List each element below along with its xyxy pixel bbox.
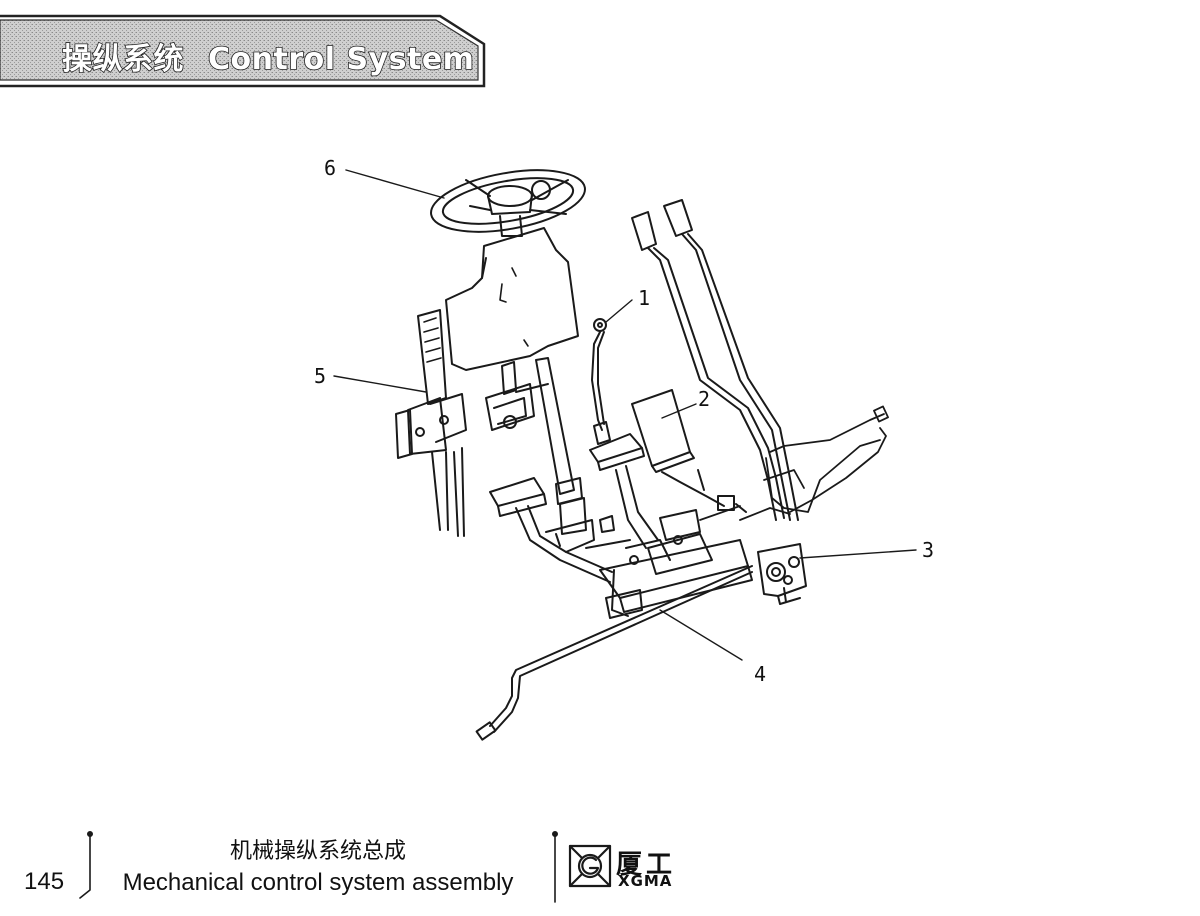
gear-shift-levers (631, 199, 799, 521)
brand-name-cn: 厦工 (616, 850, 677, 880)
header-banner (0, 14, 486, 88)
control-valve (757, 543, 807, 605)
callout-5: 5 (314, 364, 326, 388)
brand-name-en: XGMA (618, 872, 673, 890)
xgma-logo-icon (568, 844, 612, 888)
steering-column-cover (445, 227, 579, 371)
steering-column-shaft (535, 357, 615, 535)
control-cables (699, 405, 889, 521)
caption-cn: 机械操纵系统总成 (229, 839, 406, 864)
footer-dividers (79, 830, 558, 903)
header-title: 操纵系统 Control System (61, 34, 475, 78)
leader-lines (333, 169, 917, 661)
callout-4: 4 (754, 662, 766, 686)
steering-wheel (430, 169, 586, 237)
footer-caption: 机械操纵系统总成 Mechanical control system assem… (96, 836, 540, 898)
page-number: 145 (24, 868, 65, 895)
callout-3: 3 (922, 538, 934, 562)
header-title-cn: 操纵系统 (61, 41, 184, 78)
callout-6: 6 (324, 156, 336, 180)
parking-brake-lever (395, 309, 467, 537)
caption-en: Mechanical control system assembly (122, 869, 514, 896)
callout-2: 2 (698, 387, 710, 411)
brake-pedal-right (589, 421, 659, 549)
brake-pedal-left (489, 477, 613, 583)
callout-1: 1 (638, 286, 650, 310)
column-bracket (485, 361, 549, 431)
throttle-cable (591, 318, 607, 431)
push-rod (475, 565, 753, 741)
header-title-en: Control System (207, 41, 475, 78)
accelerator-pedal (631, 389, 747, 513)
